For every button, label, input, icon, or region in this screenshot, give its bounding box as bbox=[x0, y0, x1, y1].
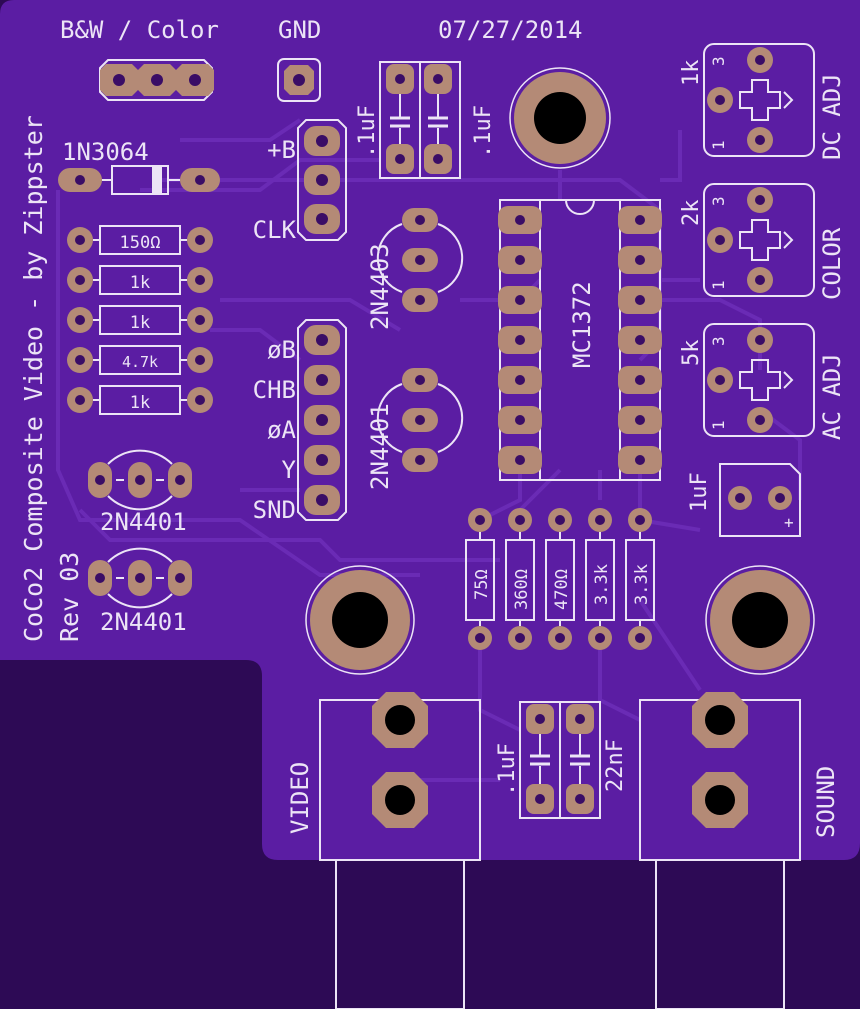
trimmer-label: DC ADJ bbox=[818, 73, 846, 160]
pin-label-phia: øA bbox=[267, 416, 296, 444]
revision-label: Rev 03 bbox=[55, 552, 84, 642]
bw-color-label: B&W / Color bbox=[60, 16, 219, 44]
pin-label-chb: CHB bbox=[253, 376, 296, 404]
trimmer-color: 3 1 2k COLOR bbox=[679, 183, 846, 300]
resistor-value: 360Ω bbox=[512, 569, 532, 610]
trimmer-label: COLOR bbox=[818, 227, 846, 300]
transistor-mid-1: 2N4403 bbox=[366, 208, 464, 330]
board-title: CoCo2 Composite Video - by Zippster bbox=[19, 115, 48, 642]
sound-label: SOUND bbox=[812, 766, 840, 838]
mount-hole-left bbox=[305, 565, 415, 675]
cap-label: .1uF bbox=[471, 105, 496, 158]
video-label: VIDEO bbox=[286, 762, 314, 834]
gnd-pad bbox=[277, 58, 321, 102]
mount-hole-top bbox=[509, 67, 611, 169]
cap-plus-sign: + bbox=[784, 513, 794, 532]
cap-pair-bottom: .1uF 22nF bbox=[495, 701, 628, 819]
resistor-value: 3.3k bbox=[592, 564, 612, 605]
bw-color-jumper bbox=[99, 59, 214, 101]
cap-electrolytic: + 1uF bbox=[687, 463, 801, 537]
resistor-3-3k-b: 3.3k bbox=[625, 508, 655, 650]
left-resistors: 150Ω 1k 1k 4.7k bbox=[67, 225, 213, 415]
trimmer-value: 1k bbox=[679, 60, 704, 87]
pin1-label: 1 bbox=[709, 280, 728, 290]
trimmer-label: AC ADJ bbox=[818, 353, 846, 440]
transistor-label: 2N4401 bbox=[100, 508, 187, 536]
transistor-left-2: 2N4401 bbox=[88, 547, 192, 636]
transistor-left-1: 2N4401 bbox=[88, 449, 192, 536]
resistor-value: 470Ω bbox=[552, 569, 572, 610]
resistor-value: 150Ω bbox=[120, 233, 161, 253]
cap-label: .1uF bbox=[355, 105, 380, 158]
resistor-value: 1k bbox=[130, 313, 150, 333]
resistor-1k-a: 1k bbox=[67, 265, 213, 295]
resistor-4-7k: 4.7k bbox=[67, 345, 213, 375]
gnd-label: GND bbox=[278, 16, 321, 44]
pin3-label: 3 bbox=[709, 336, 728, 346]
resistor-value: 1k bbox=[130, 273, 150, 293]
pin-label-b: +B bbox=[267, 136, 296, 164]
trimmer-value: 2k bbox=[679, 200, 704, 227]
cap-label: .1uF bbox=[495, 743, 520, 796]
video-connector: VIDEO bbox=[286, 692, 481, 1009]
pin1-label: 1 bbox=[709, 420, 728, 430]
pin-label-clk: CLK bbox=[253, 216, 297, 244]
resistor-value: 3.3k bbox=[632, 564, 652, 605]
cap-label: 22nF bbox=[603, 739, 628, 792]
pin-label-snd: SND bbox=[253, 496, 296, 524]
pin1-label: 1 bbox=[709, 140, 728, 150]
sound-connector: SOUND bbox=[639, 692, 840, 1009]
resistor-150: 150Ω bbox=[67, 225, 213, 255]
resistor-3-3k-a: 3.3k bbox=[585, 508, 615, 650]
ic-mc1372: MC1372 bbox=[498, 199, 662, 481]
resistor-value: 75Ω bbox=[472, 569, 492, 600]
transistor-label: 2N4401 bbox=[100, 608, 187, 636]
trimmer-ac-adj: 3 1 5k AC ADJ bbox=[679, 323, 846, 440]
trimmer-dc-adj: 3 1 1k DC ADJ bbox=[679, 43, 846, 160]
resistor-value: 4.7k bbox=[122, 353, 158, 371]
resistor-75: 75Ω bbox=[465, 508, 495, 650]
diode-1n3064: 1N3064 bbox=[58, 138, 220, 195]
diode-label: 1N3064 bbox=[62, 138, 149, 166]
date-label: 07/27/2014 bbox=[438, 16, 583, 44]
resistor-value: 1k bbox=[130, 393, 150, 413]
resistor-360: 360Ω bbox=[505, 508, 535, 650]
ic-label: MC1372 bbox=[568, 281, 596, 368]
resistor-1k-b: 1k bbox=[67, 305, 213, 335]
pin3-label: 3 bbox=[709, 56, 728, 66]
trimmer-value: 5k bbox=[679, 340, 704, 367]
pin-header-top: +B CLK bbox=[253, 119, 347, 244]
cap-pair-top: .1uF .1uF bbox=[355, 61, 496, 179]
pin-label-phib: øB bbox=[267, 336, 296, 364]
cap-label: 1uF bbox=[687, 472, 712, 512]
pin-label-y: Y bbox=[282, 456, 297, 484]
transistor-label: 2N4403 bbox=[366, 243, 394, 330]
pin3-label: 3 bbox=[709, 196, 728, 206]
transistor-label: 2N4401 bbox=[366, 403, 394, 490]
resistor-470: 470Ω bbox=[545, 508, 575, 650]
bottom-resistors: 75Ω 360Ω 470Ω 3.3k bbox=[465, 508, 655, 650]
side-title: CoCo2 Composite Video - by Zippster Rev … bbox=[19, 115, 84, 642]
transistor-mid-2: 2N4401 bbox=[366, 368, 464, 490]
resistor-1k-c: 1k bbox=[67, 385, 213, 415]
mount-hole-right bbox=[705, 565, 815, 675]
pin-header-mid: øB CHB øA Y SND bbox=[253, 319, 347, 524]
